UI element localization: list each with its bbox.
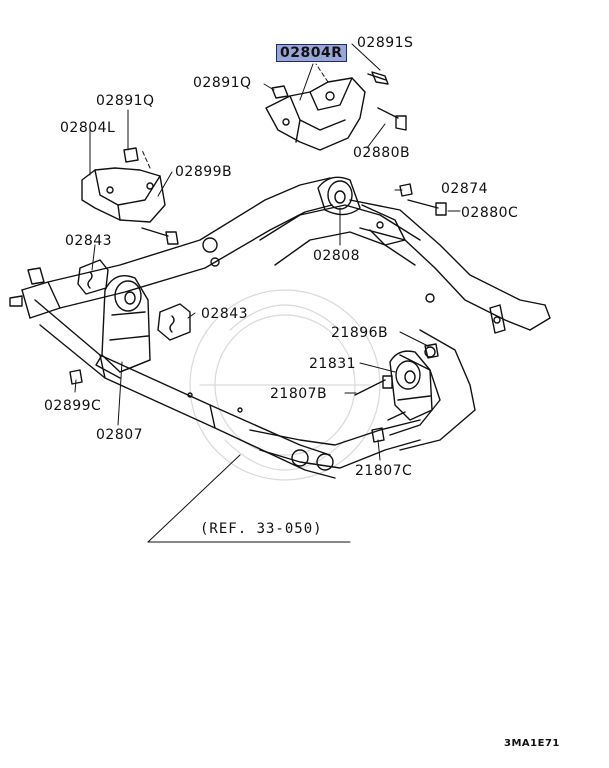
bolt-02899C (69, 369, 83, 385)
callout-02874[interactable]: 02874 (441, 181, 489, 197)
callout-21831[interactable]: 21831 (309, 356, 357, 372)
callout-21807C[interactable]: 21807C (355, 463, 413, 479)
subframe (9, 177, 551, 479)
callout-02899B[interactable]: 02899B (175, 164, 233, 180)
mount-21831 (389, 346, 436, 421)
callout-02843-mid[interactable]: 02843 (201, 306, 249, 322)
diagram-code: 3MA1E71 (504, 738, 560, 749)
nut-02874 (399, 183, 413, 197)
bolt-02891S (367, 71, 389, 85)
leader-lines (74, 43, 461, 543)
bolt-21807C (371, 411, 406, 443)
callout-02807[interactable]: 02807 (96, 427, 144, 443)
mount-02808 (317, 176, 406, 246)
callout-02891Q-left[interactable]: 02891Q (96, 93, 155, 109)
bolt-02891Q-left (123, 147, 139, 163)
stopper-02843-mid (157, 303, 191, 341)
bolt-21896B (424, 343, 439, 359)
callout-02804R[interactable]: 02804R (276, 44, 347, 62)
bolt-02880B (377, 107, 407, 131)
callout-02891S[interactable]: 02891S (357, 35, 414, 51)
bolt-02899B (141, 227, 179, 245)
callout-21807B[interactable]: 21807B (270, 386, 328, 402)
callout-02899C[interactable]: 02899C (44, 398, 102, 414)
bracket-02804L (81, 167, 166, 223)
callout-02880B[interactable]: 02880B (353, 145, 411, 161)
callout-02843-left[interactable]: 02843 (65, 233, 113, 249)
callout-02880C[interactable]: 02880C (461, 205, 519, 221)
callout-21896B[interactable]: 21896B (331, 325, 389, 341)
bolt-21807B (354, 375, 393, 396)
bolt-02880C (407, 199, 447, 216)
bolt-02891Q-top (271, 85, 289, 99)
stopper-02843-left (77, 259, 109, 295)
watermark-emblem (189, 289, 381, 481)
callout-02891Q-top[interactable]: 02891Q (193, 75, 252, 91)
mount-02807 (95, 275, 151, 379)
reference-label: (REF. 33-050) (200, 521, 323, 537)
callout-02804L[interactable]: 02804L (60, 120, 116, 136)
bracket-02804R (265, 77, 366, 151)
callout-02808[interactable]: 02808 (313, 248, 361, 264)
